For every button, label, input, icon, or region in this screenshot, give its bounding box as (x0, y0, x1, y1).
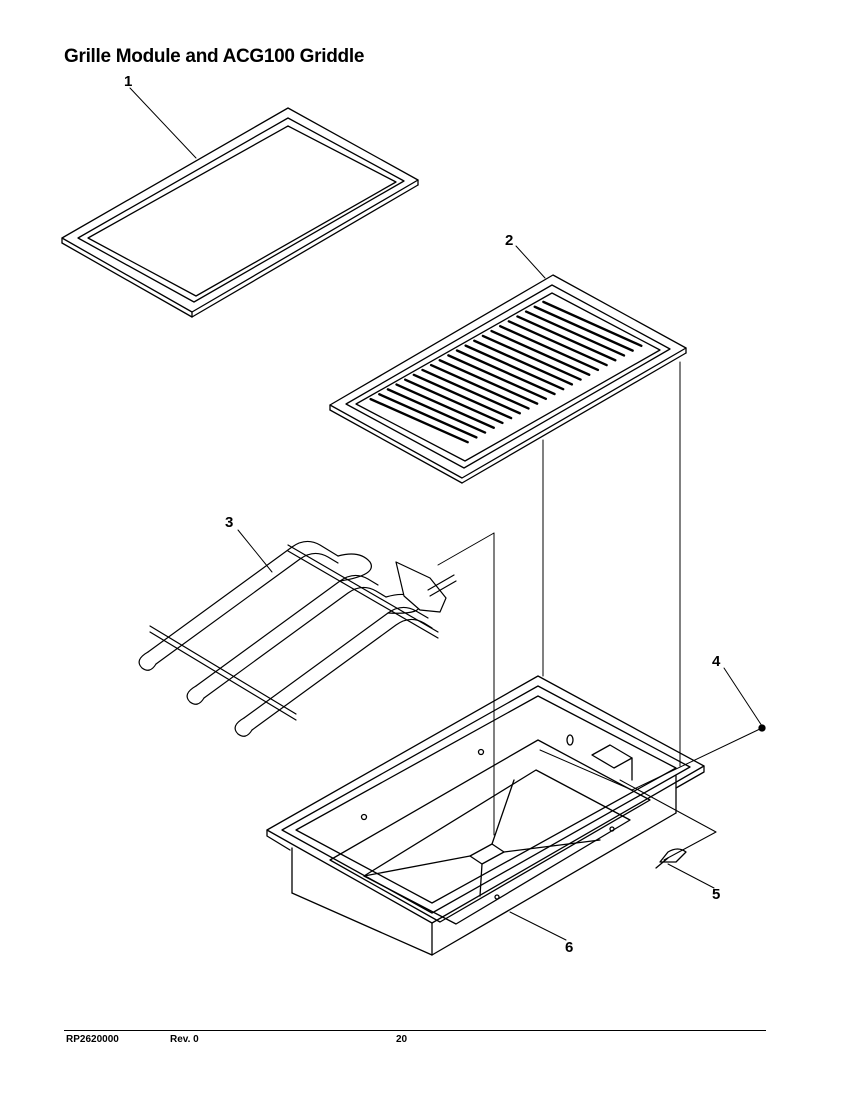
grate-bar (421, 368, 521, 415)
callout-2: 2 (505, 232, 513, 249)
footer-page-number: 20 (396, 1034, 408, 1045)
part-1-griddle-plate (61, 107, 419, 318)
grate-bar (395, 383, 495, 429)
callout-1: 1 (124, 73, 132, 90)
grate-bar (455, 349, 556, 396)
grate-bar (438, 359, 539, 405)
assembly-lines (437, 361, 763, 861)
grate-bar (524, 310, 626, 357)
exploded-parts-diagram: 1 2 3 4 5 6 (61, 73, 766, 956)
footer-rule (64, 1030, 766, 1031)
grate-bar (386, 388, 487, 434)
grate-bar (481, 334, 582, 381)
grate-bar (447, 354, 548, 401)
grate-bar (533, 305, 634, 352)
grate-bar (490, 329, 591, 376)
grate-bar (542, 300, 643, 348)
grate-bar (403, 378, 504, 425)
grate-bar (464, 344, 565, 391)
page-title: Grille Module and ACG100 Griddle (64, 46, 365, 67)
grate-bar (429, 363, 530, 410)
footer-revision: Rev. 0 (170, 1034, 199, 1045)
grate-bar (369, 397, 469, 444)
grate-bar (378, 393, 478, 439)
footer-doc-number: RP2620000 (66, 1034, 119, 1045)
callout-3: 3 (225, 514, 233, 531)
grate-bar (507, 320, 608, 367)
callout-4: 4 (712, 653, 721, 670)
grate-bar (516, 315, 617, 362)
part-2-grille-grate (329, 274, 687, 484)
callout-5: 5 (712, 886, 720, 903)
grate-bar (498, 324, 600, 372)
part-6-housing (266, 675, 705, 956)
grate-bar (412, 373, 513, 420)
leader-lines (129, 87, 763, 941)
grate-bar (473, 339, 574, 386)
callout-6: 6 (565, 939, 573, 956)
part-3-heating-element (138, 540, 457, 737)
